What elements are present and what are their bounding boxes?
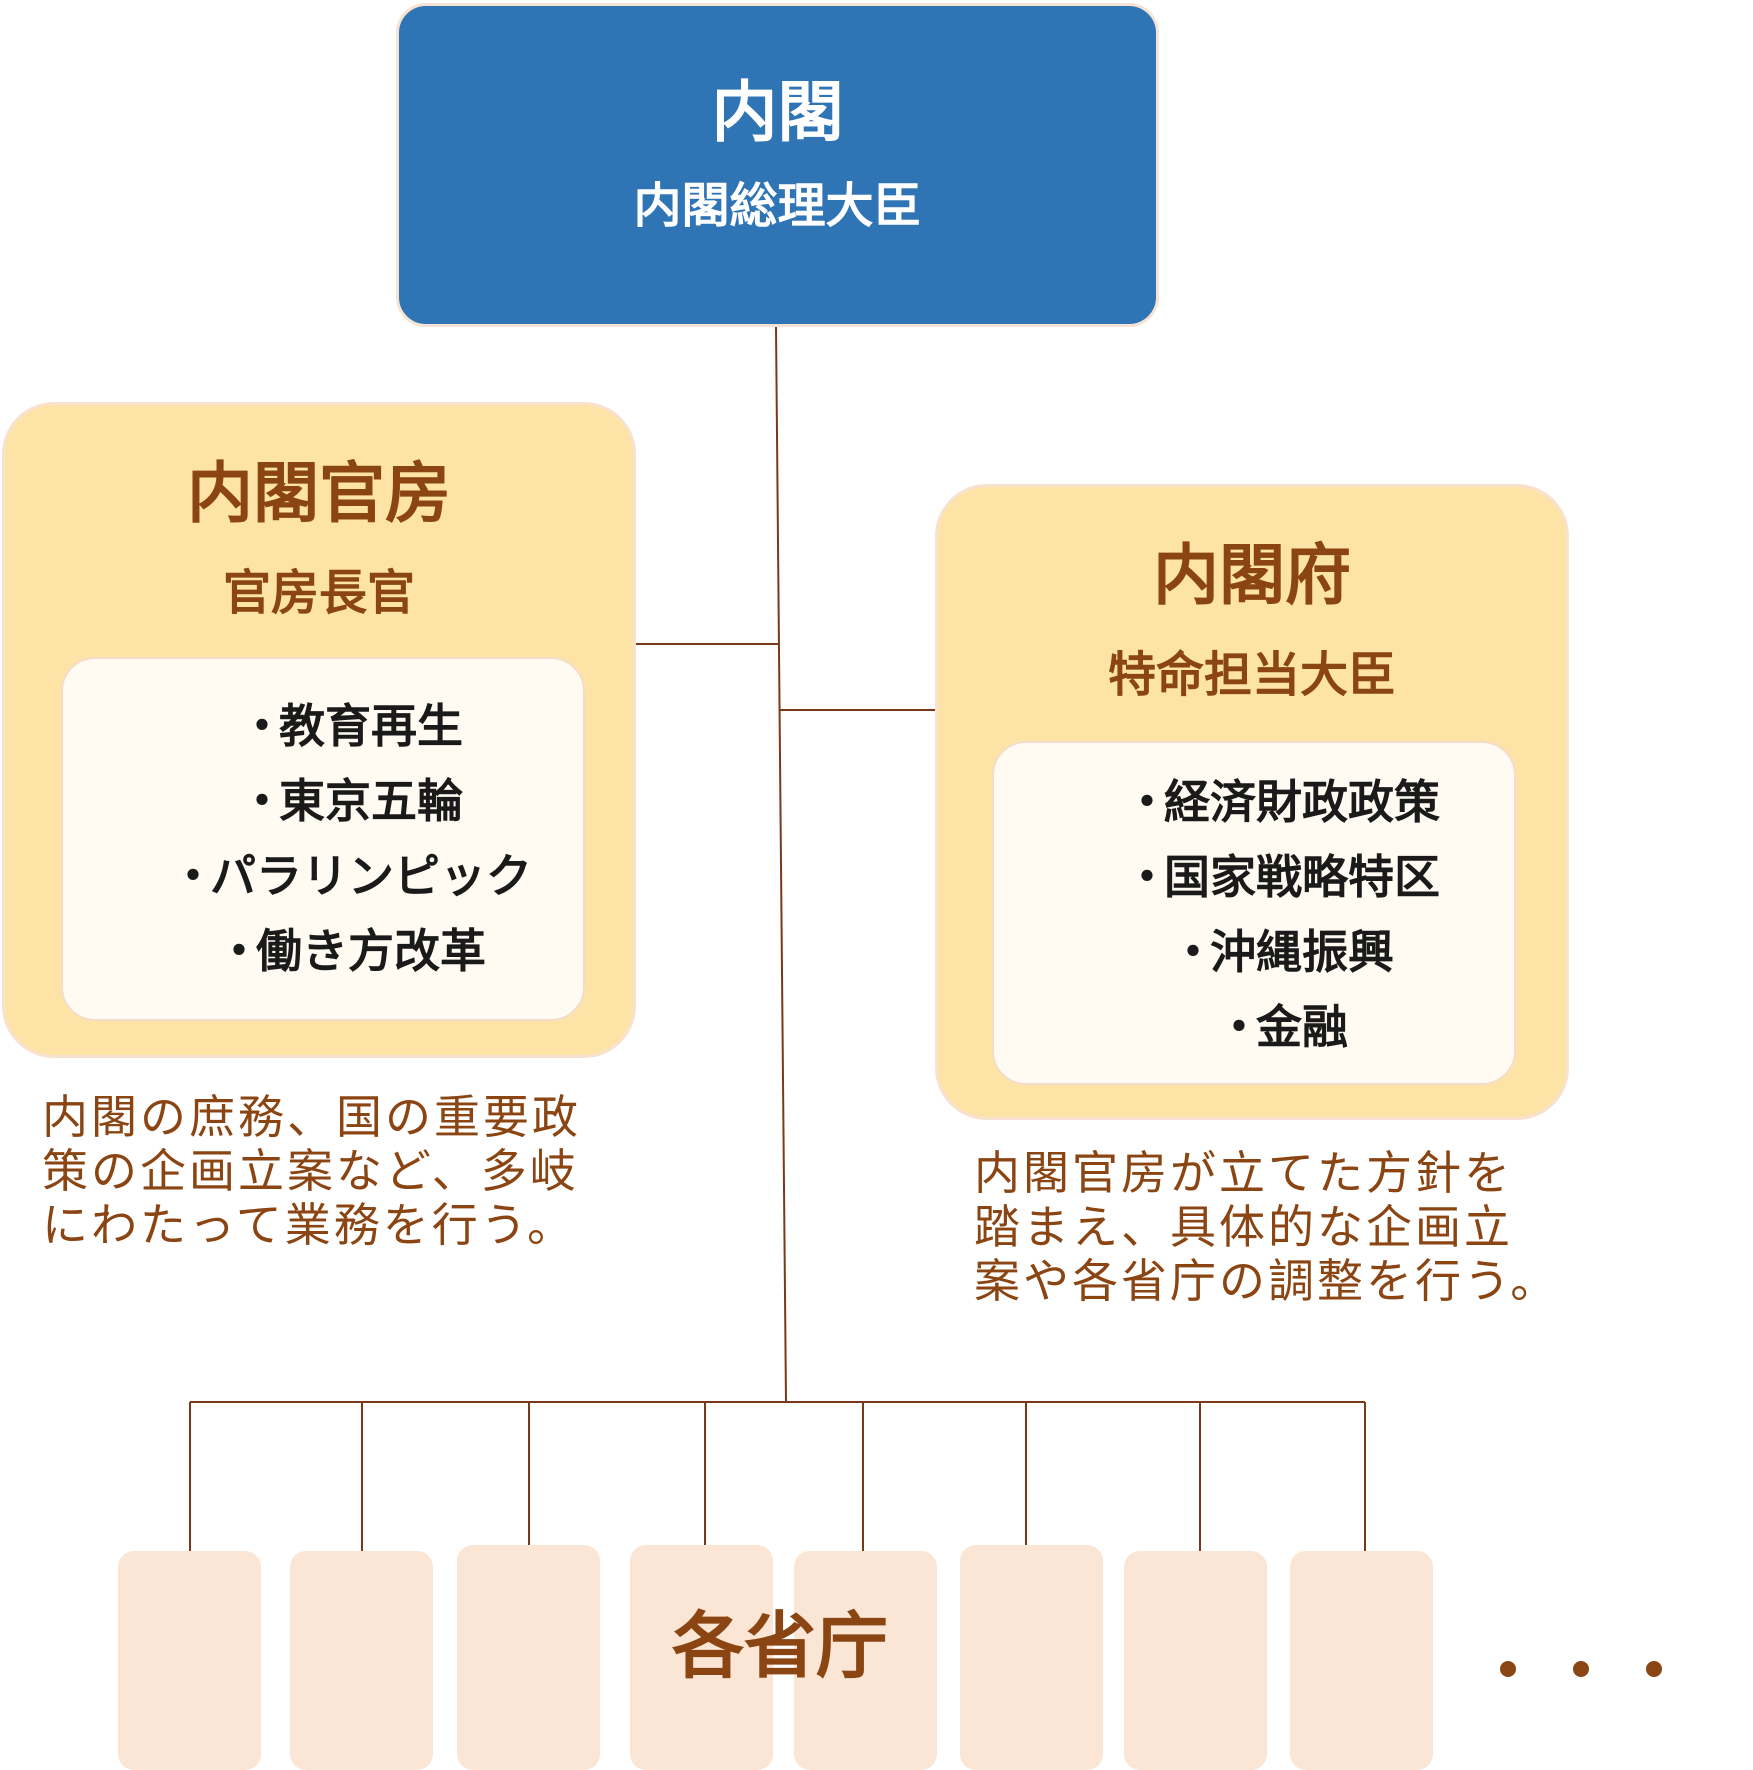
secretariat-duty-item: ・東京五輪 bbox=[119, 764, 583, 839]
cabinet-title: 内閣 bbox=[711, 74, 844, 151]
ministry-box bbox=[630, 1545, 773, 1770]
cabinet-office-duty-item-label: 国家戦略特区 bbox=[1164, 850, 1440, 904]
ministry-box bbox=[1124, 1551, 1267, 1770]
trunk-line bbox=[775, 326, 787, 1403]
bullet: ・ bbox=[239, 699, 285, 753]
bullet: ・ bbox=[1124, 775, 1170, 829]
cabinet-office-description: 内閣官房が立てた方針を 踏まえ、具体的な企画立 案や各省庁の調整を行う。 bbox=[974, 1146, 1560, 1308]
secretariat-duty-item-label: パラリンピック bbox=[210, 849, 532, 903]
cabinet-office-duty-item: ・沖縄振興 bbox=[1050, 915, 1514, 990]
cabinet-office-duties-box: ・経済財政政策・国家戦略特区・沖縄振興・金融 bbox=[992, 741, 1516, 1085]
ministry-box bbox=[960, 1545, 1103, 1770]
ministry-box bbox=[1290, 1551, 1433, 1770]
secretariat-duties-box: ・教育再生・東京五輪・パラリンピック・働き方改革 bbox=[61, 657, 585, 1021]
secretariat-subtitle: 官房長官 bbox=[222, 565, 415, 621]
secretariat-duties-list: ・教育再生・東京五輪・パラリンピック・働き方改革 bbox=[119, 689, 583, 989]
ministry-box bbox=[290, 1551, 433, 1770]
cabinet-office-duty-item: ・経済財政政策 bbox=[1050, 765, 1514, 840]
cabinet-office-duty-item-label: 金融 bbox=[1256, 1000, 1348, 1054]
secretariat-title: 内閣官房 bbox=[187, 455, 451, 532]
ministries-label: 各省庁 bbox=[671, 1604, 888, 1688]
secretariat-duty-item: ・パラリンピック bbox=[119, 839, 583, 914]
secretariat-duty-item-label: 働き方改革 bbox=[256, 924, 486, 978]
bullet: ・ bbox=[216, 924, 262, 978]
ministry-box bbox=[794, 1551, 937, 1770]
cabinet-office-duty-item: ・金融 bbox=[1050, 990, 1514, 1065]
bullet: ・ bbox=[1124, 850, 1170, 904]
ellipsis-dot bbox=[1500, 1661, 1516, 1677]
bullet: ・ bbox=[1216, 1000, 1262, 1054]
ministry-box bbox=[457, 1545, 600, 1770]
ellipsis-dot bbox=[1573, 1661, 1589, 1677]
secretariat-duty-item: ・教育再生 bbox=[119, 689, 583, 764]
cabinet-box: 内閣 内閣総理大臣 bbox=[396, 3, 1159, 327]
secretariat-duty-item: ・働き方改革 bbox=[119, 914, 583, 989]
ministry-box bbox=[118, 1551, 261, 1770]
bullet: ・ bbox=[1170, 925, 1216, 979]
cabinet-office-title: 内閣府 bbox=[1153, 537, 1351, 614]
secretariat-description: 内閣の庶務、国の重要政 策の企画立案など、多岐 にわたって業務を行う。 bbox=[42, 1090, 581, 1252]
cabinet-office-duty-item: ・国家戦略特区 bbox=[1050, 840, 1514, 915]
cabinet-office-duties-list: ・経済財政政策・国家戦略特区・沖縄振興・金融 bbox=[1050, 765, 1514, 1065]
cabinet-office-panel: 内閣府 特命担当大臣 ・経済財政政策・国家戦略特区・沖縄振興・金融 bbox=[935, 484, 1569, 1120]
secretariat-duty-item-label: 東京五輪 bbox=[279, 774, 463, 828]
ellipsis-dot bbox=[1646, 1661, 1662, 1677]
secretariat-panel: 内閣官房 官房長官 ・教育再生・東京五輪・パラリンピック・働き方改革 bbox=[2, 402, 636, 1058]
cabinet-office-duty-item-label: 経済財政政策 bbox=[1164, 775, 1440, 829]
cabinet-office-subtitle: 特命担当大臣 bbox=[1107, 647, 1396, 703]
cabinet-office-duty-item-label: 沖縄振興 bbox=[1210, 925, 1394, 979]
cabinet-subtitle: 内閣総理大臣 bbox=[633, 178, 922, 234]
secretariat-duty-item-label: 教育再生 bbox=[279, 699, 463, 753]
bullet: ・ bbox=[239, 774, 285, 828]
bullet: ・ bbox=[170, 849, 216, 903]
